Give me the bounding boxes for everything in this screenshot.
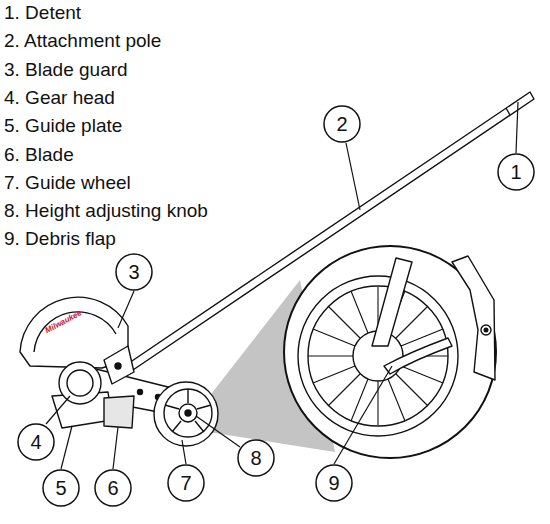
callout-ring [498, 154, 534, 190]
callout-ring [316, 465, 352, 501]
callout-circle: 5 [42, 469, 80, 507]
part-list-item: 7. Guide wheel [4, 173, 131, 194]
callout-circle: 3 [115, 253, 153, 291]
wheel-spokes [165, 389, 211, 432]
zoom-arm [372, 258, 412, 346]
callout-number: 8 [250, 448, 261, 468]
part-list-item: 3. Blade guard [4, 60, 128, 81]
callout-circle: 8 [237, 439, 275, 477]
callout-circle: 1 [497, 153, 535, 191]
pole-joint [506, 108, 510, 115]
guide-wheel [154, 382, 218, 446]
wheel-rim [164, 389, 212, 437]
callout-ring [168, 465, 204, 501]
zoom-wheel [298, 276, 458, 436]
part-list-item: 4. Gear head [4, 88, 115, 109]
callout-circle: 6 [94, 469, 132, 507]
debris-flap [384, 338, 452, 374]
part-list-item: 9. Debris flap [4, 229, 116, 250]
gear-head [59, 362, 101, 404]
callout-number: 5 [55, 478, 66, 498]
callout-ring [18, 424, 54, 460]
bolt [138, 390, 143, 395]
part-list-item: 2. Attachment pole [4, 31, 161, 52]
callout-circle: 4 [17, 423, 55, 461]
callout-ring [324, 106, 360, 142]
callout-number: 7 [180, 473, 191, 493]
callout-number: 9 [328, 473, 339, 493]
zoom-circle [284, 246, 496, 458]
gear-hub [67, 370, 93, 396]
part-list-item: 5. Guide plate [4, 116, 122, 137]
callout-circle: 2 [323, 105, 361, 143]
callout-number: 2 [336, 114, 347, 134]
pole-clamp [104, 346, 134, 384]
callout-number: 6 [107, 478, 118, 498]
callout-circle: 7 [167, 464, 205, 502]
blade [104, 396, 134, 428]
callout-ring [238, 440, 274, 476]
zoom-housing [452, 256, 495, 380]
callout-ring [116, 254, 152, 290]
part-list-item: 1. Detent [4, 3, 81, 24]
callout-number: 1 [510, 162, 521, 182]
callout-ring [43, 470, 79, 506]
leader-lines [46, 102, 518, 469]
part-list-item: 6. Blade [4, 145, 74, 166]
callout-number: 3 [128, 262, 139, 282]
part-list-item: 8. Height adjusting knob [4, 201, 208, 222]
zoom-screw-center [484, 328, 488, 332]
callout-ring [95, 470, 131, 506]
knob-center [185, 410, 191, 416]
zoom-screw [481, 325, 491, 335]
callout-number: 4 [30, 432, 41, 452]
callout-circle: 9 [315, 464, 353, 502]
height-knob [179, 404, 197, 422]
clamp-bolt [115, 363, 121, 369]
